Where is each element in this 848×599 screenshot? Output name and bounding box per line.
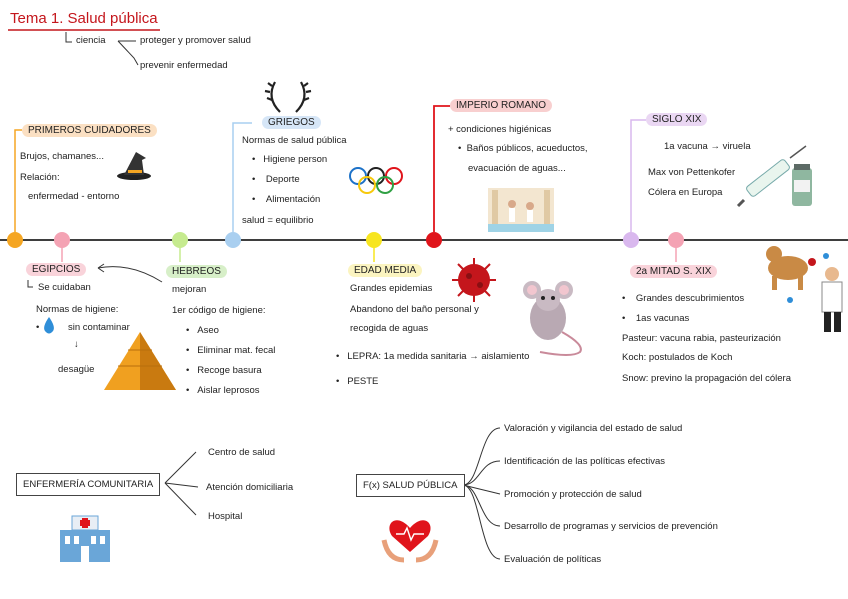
ciencia-to-prevenir	[117, 40, 139, 66]
griegos-bullet: • Higiene person	[252, 154, 328, 165]
heading-hebreos: HEBREOS	[166, 265, 227, 278]
egipcios-line: desagüe	[58, 364, 95, 375]
fx-item: Evaluación de políticas	[504, 554, 602, 565]
syringe-icon	[736, 145, 812, 208]
comunitaria-item: Centro de salud	[208, 447, 276, 458]
egipcios-bullet-dot: •	[36, 322, 40, 333]
comunitaria-item: Atención domiciliaria	[206, 482, 294, 493]
dot-edad-media	[366, 232, 382, 248]
edad-media-line: Abandono del baño personal y	[350, 304, 479, 315]
doctor-dog-icon	[766, 246, 843, 332]
heart-hands-icon	[381, 520, 439, 563]
romano-line: + condiciones higiénicas	[448, 124, 552, 135]
hebreos-line: 1er código de higiene:	[172, 305, 266, 316]
connector-romano	[433, 105, 450, 232]
edad-media-line: recogida de aguas	[350, 323, 429, 334]
page-title: Tema 1. Salud pública	[10, 10, 158, 27]
witch-hat-icon	[117, 152, 151, 180]
romano-bullet: • Baños públicos, acueductos,	[458, 143, 588, 154]
branch-hospital	[164, 482, 197, 516]
pyramid-icon	[104, 332, 176, 390]
hebreos-bullet: • Aseo	[186, 325, 219, 336]
heading-edad-media: EDAD MEDIA	[348, 264, 423, 277]
hebreos-bullet: • Aislar leprosos	[186, 385, 260, 396]
connector-siglo19	[630, 119, 646, 232]
ciencia-item-proteger: proteger y promover salud	[140, 35, 251, 46]
griegos-bullet: • Alimentación	[252, 194, 321, 205]
mitad19-line: Snow: previno la propagación del cólera	[622, 373, 791, 384]
dot-siglo19	[623, 232, 639, 248]
heading-egipcios: EGIPCIOS	[26, 263, 87, 276]
edad-media-bullet: • LEPRA: 1a medida sanitaria → aislamien…	[336, 351, 530, 362]
branch-centro	[164, 451, 197, 484]
dot-romano	[426, 232, 442, 248]
branch-atencion	[164, 482, 199, 488]
arrow-hebreos-egipcios	[97, 266, 163, 283]
dot-hebreos	[172, 232, 188, 248]
hebreos-line: mejoran	[172, 284, 207, 295]
griegos-bullet: • Deporte	[252, 174, 300, 185]
primeros-line: Brujos, chamanes...	[20, 151, 104, 162]
egipcios-line: Se cuidaban	[38, 282, 91, 293]
dot-egipcios	[54, 232, 70, 248]
connector-primeros	[14, 129, 22, 232]
mitad19-bullet: • 1as vacunas	[622, 313, 690, 324]
rat-icon	[523, 281, 582, 356]
laurel-wreath-icon	[264, 81, 312, 113]
roman-baths-icon	[488, 188, 554, 232]
olympic-rings-icon	[349, 167, 403, 194]
heading-siglo19: SIGLO XIX	[646, 113, 708, 126]
hebreos-bullet: • Recoge basura	[186, 365, 262, 376]
connector-griegos	[232, 122, 252, 232]
griegos-intro: Normas de salud pública	[242, 135, 347, 146]
siglo19-line: 1a vacuna → viruela	[664, 141, 751, 152]
dot-primeros	[7, 232, 23, 248]
fx-item: Identificación de las políticas efectiva…	[504, 456, 666, 467]
siglo19-line: Cólera en Europa	[648, 187, 723, 198]
edad-media-bullet: • PESTE	[336, 376, 379, 387]
mitad19-line: Pasteur: vacuna rabia, pasteurización	[622, 333, 781, 344]
egipcios-bullet: sin contaminar	[68, 322, 130, 333]
hebreos-bullet: • Eliminar mat. fecal	[186, 345, 276, 356]
ciencia-connector	[65, 32, 72, 43]
comunitaria-item: Hospital	[208, 511, 243, 522]
fx-item: Desarrollo de programas y servicios de p…	[504, 521, 718, 532]
heading-primeros: PRIMEROS CUIDADORES	[22, 124, 157, 137]
romano-bullet-cont: evacuación de aguas...	[468, 163, 566, 174]
heading-romano: IMPERIO ROMANO	[450, 99, 553, 112]
heading-griegos: GRIEGOS	[262, 116, 321, 129]
egipcios-arrow: ↓	[74, 339, 79, 350]
virus-icon	[452, 258, 496, 302]
siglo19-line: Max von Pettenkofer	[648, 167, 736, 178]
heading-mitad19: 2a MITAD S. XIX	[630, 265, 718, 278]
primeros-line: enfermedad - entorno	[28, 191, 120, 202]
dot-mitad19	[668, 232, 684, 248]
mitad19-bullet: • Grandes descubrimientos	[622, 293, 745, 304]
mitad19-line: Koch: postulados de Koch	[622, 352, 733, 363]
edad-media-line: Grandes epidemias	[350, 283, 433, 294]
egipcios-line: Normas de higiene:	[36, 304, 119, 315]
fx-box: F(x) SALUD PÚBLICA	[356, 474, 465, 497]
ciencia-item-prevenir: prevenir enfermedad	[140, 60, 228, 71]
comunitaria-box: ENFERMERÍA COMUNITARIA	[16, 473, 161, 496]
dot-griegos	[225, 232, 241, 248]
primeros-line: Relación:	[20, 172, 60, 183]
hospital-icon	[60, 515, 110, 562]
fx-item: Valoración y vigilancia del estado de sa…	[504, 423, 683, 434]
griegos-footer: salud = equilibrio	[242, 215, 314, 226]
fx-item: Promoción y protección de salud	[504, 489, 642, 500]
water-drop-icon	[44, 317, 54, 334]
ciencia-label: ciencia	[76, 35, 106, 46]
